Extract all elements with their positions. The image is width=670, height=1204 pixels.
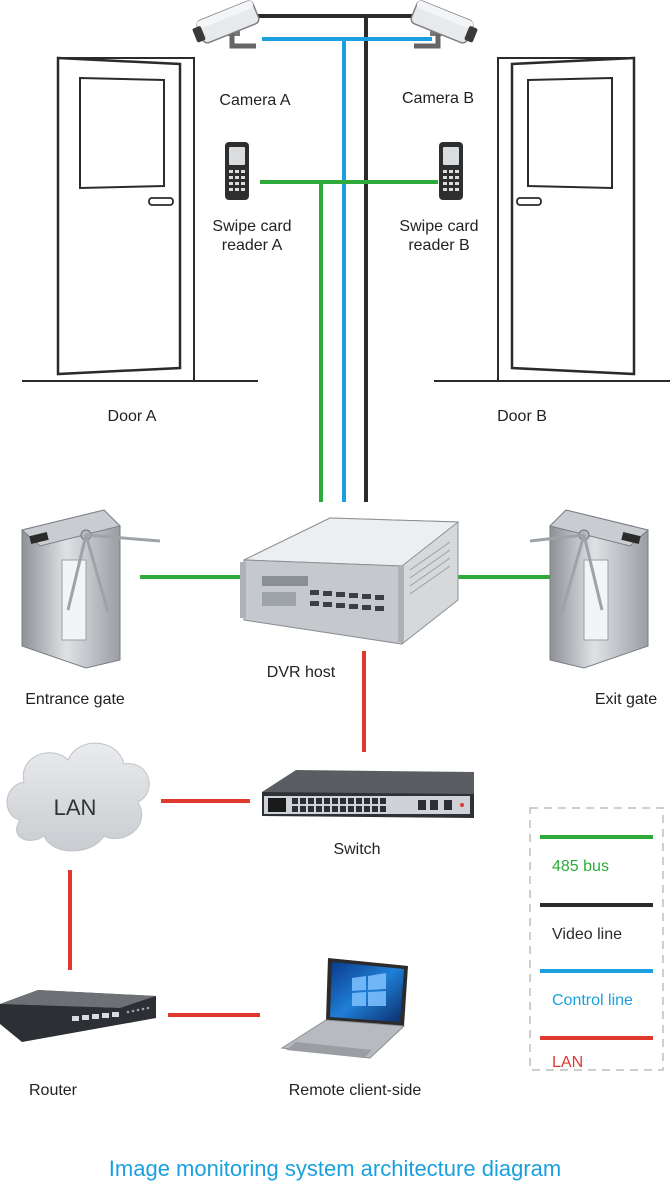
camera-a-icon bbox=[192, 0, 260, 49]
lan-cloud-icon bbox=[6, 742, 150, 852]
laptop-icon bbox=[280, 958, 408, 1059]
switch-label: Switch bbox=[333, 841, 381, 858]
card-reader-b-label: Swipe card reader B bbox=[399, 218, 479, 254]
entrance-gate-label: Entrance gate bbox=[25, 691, 125, 708]
legend-border bbox=[529, 807, 664, 1071]
door-a-label: Door A bbox=[107, 408, 157, 425]
card-reader-b-icon bbox=[439, 142, 463, 200]
legend-label-485-bus: 485 bus bbox=[552, 858, 609, 875]
door-b-label: Door B bbox=[497, 408, 547, 425]
dvr-host-icon bbox=[240, 517, 460, 645]
router-icon bbox=[0, 990, 156, 1042]
door-a-icon bbox=[22, 56, 258, 382]
legend-label-control-line: Control line bbox=[552, 992, 633, 1009]
router-label: Router bbox=[28, 1082, 78, 1099]
entrance-gate-icon bbox=[20, 509, 161, 669]
exit-gate-icon bbox=[529, 509, 650, 669]
remote-client-label: Remote client-side bbox=[288, 1082, 422, 1099]
card-reader-a-label: Swipe card reader A bbox=[212, 218, 292, 254]
exit-gate-label: Exit gate bbox=[594, 691, 658, 708]
dvr-host-label: DVR host bbox=[266, 664, 336, 681]
door-b-icon bbox=[434, 56, 670, 382]
camera-a-label: Camera A bbox=[219, 92, 291, 109]
switch-icon bbox=[262, 770, 474, 818]
camera-b-label: Camera B bbox=[401, 90, 475, 107]
legend-label-lan: LAN bbox=[552, 1054, 584, 1071]
legend bbox=[529, 807, 664, 1071]
card-reader-a-icon bbox=[225, 142, 249, 200]
camera-b-icon bbox=[410, 0, 478, 49]
lan-cloud-label: LAN bbox=[53, 795, 97, 820]
legend-label-video-line: Video line bbox=[552, 926, 622, 943]
diagram-title: Image monitoring system architecture dia… bbox=[108, 1156, 562, 1181]
connection-lines bbox=[68, 14, 560, 1017]
